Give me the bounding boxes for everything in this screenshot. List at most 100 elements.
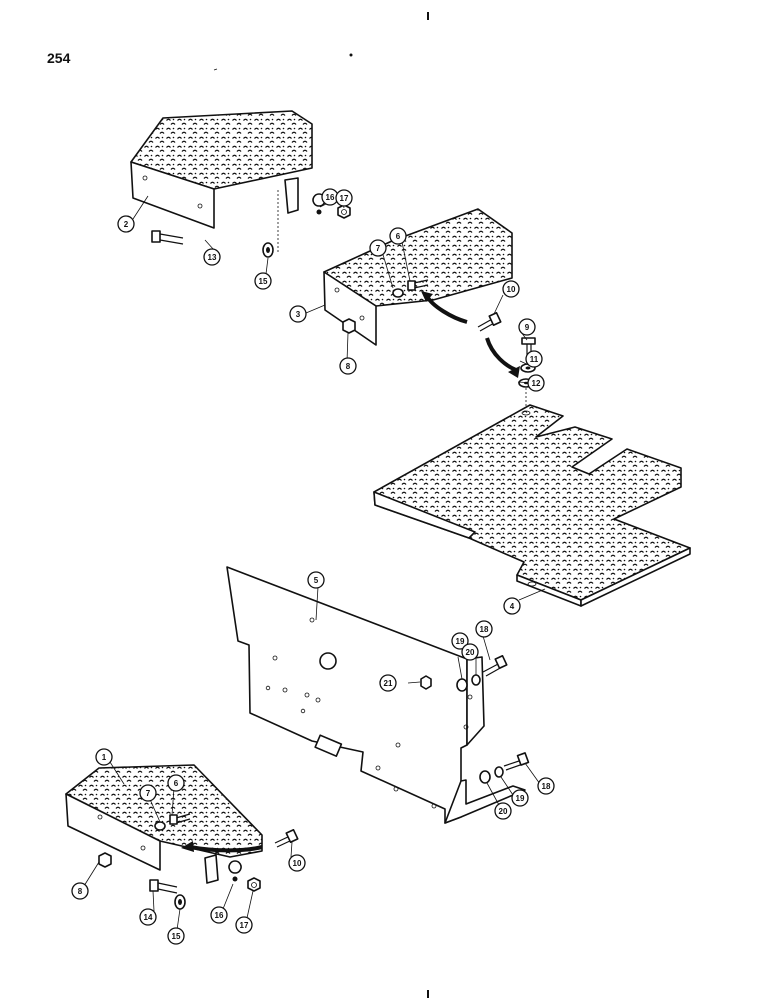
callout-c20b: 20 [494,802,512,820]
callout-circle [139,784,157,802]
callout-circle [167,927,185,945]
callout-c7a: 7 [369,239,387,257]
callout-c8a: 8 [339,357,357,375]
callout-number: 4 [510,602,515,611]
callout-number: 13 [208,253,217,262]
callout-circle [139,908,157,926]
callout-circle [379,674,397,692]
callout-number: 2 [124,220,129,229]
callout-c19a: 19 [451,632,469,650]
leader-lines [83,195,546,931]
callout-circle [203,248,221,266]
callout-circle [527,374,545,392]
callout-circle [339,357,357,375]
callout-circle [95,748,113,766]
callout-circle [503,597,521,615]
callout-c17a: 17 [335,189,353,207]
callout-c6a: 6 [389,227,407,245]
callout-circle [288,854,306,872]
callout-number: 9 [525,323,530,332]
panel-part-5 [226,566,530,824]
callout-number: 10 [507,285,516,294]
callout-number: 18 [542,782,551,791]
callout-circle [71,882,89,900]
callout-c10b: 10 [288,854,306,872]
floor-plate-part-4 [373,404,691,607]
callout-number: 19 [516,794,525,803]
callout-circle [502,280,520,298]
callout-circle [518,318,536,336]
callout-c4: 4 [503,597,521,615]
callout-circle [511,789,529,807]
callout-circle [525,350,543,368]
callout-c5: 5 [307,571,325,589]
callout-number: 17 [240,921,249,930]
callout-number: 16 [326,193,335,202]
callout-number: 18 [480,625,489,634]
callout-circle [210,906,228,924]
callout-number: 21 [384,679,393,688]
callout-c11: 11 [525,350,543,368]
callout-c13: 13 [203,248,221,266]
callout-c15a: 15 [254,272,272,290]
callout-circle [389,227,407,245]
callout-circle [254,272,272,290]
callout-number: 8 [346,362,351,371]
callout-circle [475,620,493,638]
callout-number: 15 [172,932,181,941]
callout-circle [335,189,353,207]
step-part-2 [130,110,351,258]
callout-c20a: 20 [461,643,479,661]
callout-number: 1 [102,753,107,762]
callout-circle [117,215,135,233]
callout-number: 6 [396,232,401,241]
callout-number: 3 [296,310,301,319]
stray-mark [213,68,218,71]
callout-number: 8 [78,887,83,896]
callout-c18b: 18 [537,777,555,795]
callout-number: 19 [456,637,465,646]
callout-number: 10 [293,859,302,868]
callout-labels: 1234566778891010111213141515161617171818… [71,188,555,945]
callout-c2: 2 [117,215,135,233]
callout-circle [369,239,387,257]
callout-number: 6 [174,779,179,788]
callout-c7b: 7 [139,784,157,802]
callout-number: 17 [340,194,349,203]
callout-c3: 3 [289,305,307,323]
callout-number: 15 [259,277,268,286]
step-part-3 [323,208,513,346]
callout-c12: 12 [527,374,545,392]
callout-c8b: 8 [71,882,89,900]
callout-c21: 21 [379,674,397,692]
callout-number: 7 [146,789,151,798]
stray-dot [349,53,353,57]
callout-number: 5 [314,576,319,585]
callout-c9: 9 [518,318,536,336]
callout-circle [235,916,253,934]
callout-c19b: 19 [511,789,529,807]
callout-number: 20 [466,648,475,657]
callout-c1: 1 [95,748,113,766]
callout-c18a: 18 [475,620,493,638]
callout-c14: 14 [139,908,157,926]
callout-c16b: 16 [210,906,228,924]
callout-number: 16 [215,911,224,920]
callout-circle [289,305,307,323]
callout-circle [461,643,479,661]
callout-number: 7 [376,244,381,253]
callout-circle [537,777,555,795]
callout-c15b: 15 [167,927,185,945]
callout-number: 12 [532,379,541,388]
callout-circle [451,632,469,650]
callout-number: 11 [530,355,539,364]
callout-c17b: 17 [235,916,253,934]
callout-number: 20 [499,807,508,816]
callout-circle [494,802,512,820]
callout-number: 14 [144,913,153,922]
callout-c10a: 10 [502,280,520,298]
step-part-1 [65,764,299,910]
callout-circle [307,571,325,589]
callout-circle [167,774,185,792]
